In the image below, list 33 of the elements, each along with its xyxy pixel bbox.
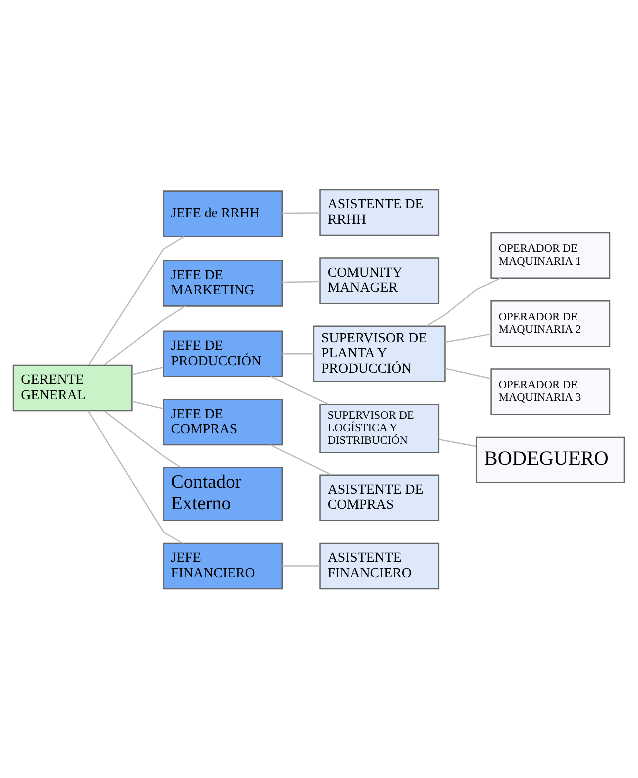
node-box: JEFE FINANCIERO <box>163 542 284 590</box>
node-box: OPERADOR DE MAQUINARIA 1 <box>490 232 611 279</box>
node-box: JEFE DE PRODUCCIÓN <box>163 330 284 377</box>
connector <box>439 438 477 447</box>
connector <box>104 305 186 366</box>
node-box: SUPERVISOR DE PLANTA Y PRODUCCIÓN <box>313 325 446 382</box>
connector <box>282 212 320 214</box>
connector <box>282 353 314 354</box>
connector <box>88 236 185 366</box>
connector <box>132 366 164 375</box>
connector <box>282 565 320 566</box>
connector <box>270 444 332 476</box>
node-box: JEFE de RRHH <box>163 190 284 237</box>
connector <box>282 280 320 283</box>
connector <box>271 376 329 405</box>
node-box: Contador Externo <box>163 466 284 521</box>
connector <box>132 400 164 409</box>
connector <box>88 410 184 544</box>
node-box: GERENTE GENERAL <box>12 364 133 412</box>
connector <box>104 410 182 468</box>
node-box: OPERADOR DE MAQUINARIA 2 <box>490 300 611 347</box>
connector <box>445 333 492 343</box>
connector <box>445 368 492 380</box>
node-box: BODEGUERO <box>476 436 626 484</box>
node-box: OPERADOR DE MAQUINARIA 3 <box>490 368 611 415</box>
node-box: COMUNITY MANAGER <box>320 257 440 304</box>
node-box: ASISTENTE DE RRHH <box>320 188 440 236</box>
node-box: ASISTENTE FINANCIERO <box>320 542 440 590</box>
node-box: JEFE DE MARKETING <box>163 260 284 306</box>
node-box: JEFE DE COMPRAS <box>163 398 284 446</box>
node-box: SUPERVISOR DE LOGÍSTICA Y DISTRIBUCIÓN <box>320 404 440 453</box>
node-box: ASISTENTE DE COMPRAS <box>320 474 440 521</box>
connector <box>426 277 502 326</box>
